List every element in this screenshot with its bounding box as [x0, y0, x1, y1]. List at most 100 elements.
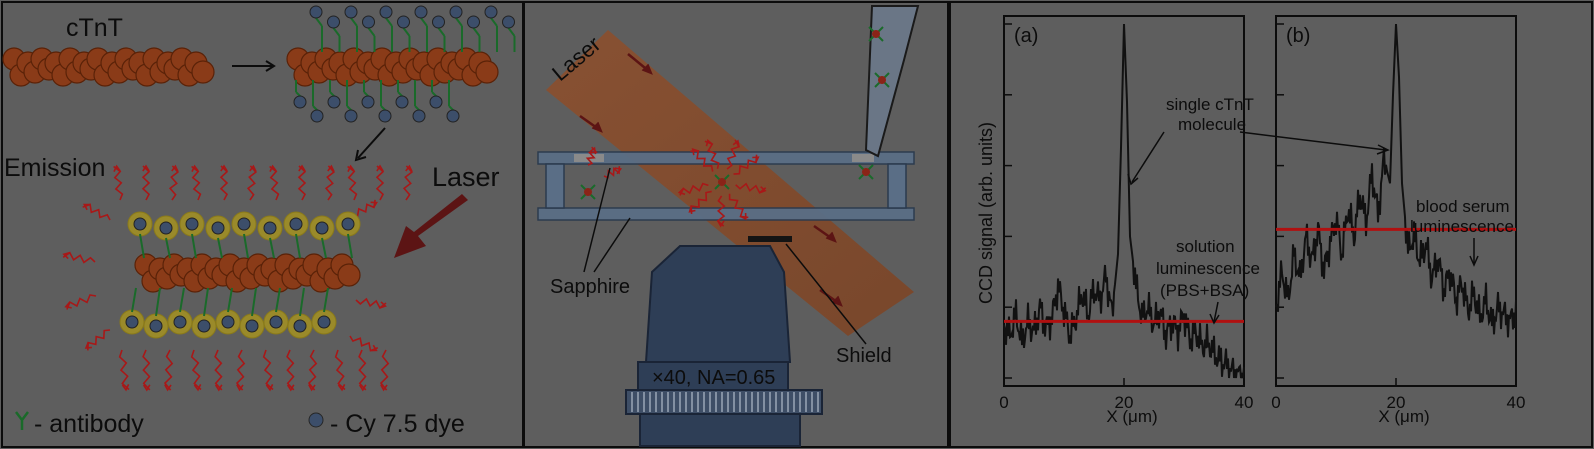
emission-wave: [269, 165, 280, 201]
emission-wave-head: [62, 251, 70, 260]
arrow-down-head: [354, 149, 367, 162]
emission-wave-head: [191, 164, 199, 172]
panel-label: (a): [1014, 25, 1038, 47]
molecules: [580, 26, 890, 200]
arrow-right-head: [265, 60, 276, 72]
emission-wave-head: [370, 344, 378, 352]
left-panel: cTnT Emission Laser - antibody - Cy 7.5 …: [1, 1, 524, 448]
antibody: [275, 287, 281, 313]
emission-wave-head: [121, 384, 130, 392]
legend-dye: - Cy 7.5 dye: [308, 410, 465, 438]
antibody: [227, 287, 233, 313]
dye: [379, 5, 393, 19]
x-tick-label: 0: [1271, 393, 1280, 412]
molecule-core: [878, 76, 886, 84]
antibody: [472, 27, 481, 52]
emission-wave: [375, 165, 385, 201]
emission-wave: [66, 294, 97, 310]
dye: [414, 5, 428, 19]
pointer-to-peak-a: [1131, 131, 1165, 183]
emission-wave-head: [265, 384, 274, 392]
emission-wave-head: [171, 164, 179, 172]
molecule-core: [862, 168, 870, 176]
emission-wave: [168, 165, 179, 201]
antibody: [367, 27, 376, 52]
x-axis-label: X (μm): [1378, 407, 1429, 426]
dye: [263, 221, 277, 235]
label-emission: Emission: [4, 154, 105, 182]
dye: [315, 221, 329, 235]
beam-arrow-2-head: [591, 121, 603, 133]
emission-wave-head: [164, 384, 172, 392]
x-tick-label: 0: [999, 393, 1008, 412]
label-objective: ×40, NA=0.65: [652, 367, 775, 389]
data-line: [1275, 23, 1517, 338]
emission-wave-head: [220, 164, 228, 172]
pointer-to-peak-b-head: [1376, 144, 1390, 155]
protein-bead: [191, 60, 215, 84]
pointer-to-solution-baseline-head: [1209, 313, 1220, 325]
dye: [309, 5, 323, 19]
annotation-solution-line1: solution: [1176, 237, 1235, 256]
emission-wave: [141, 165, 151, 201]
dye: [293, 95, 307, 109]
protein-bead: [337, 263, 361, 287]
antibody: [490, 17, 498, 52]
antibody: [455, 17, 463, 52]
antibody: [323, 287, 329, 313]
antibody: [243, 233, 249, 259]
emission-wave-head: [589, 146, 597, 155]
emission-wave: [358, 349, 367, 391]
emission-wave-head: [717, 220, 725, 228]
annotation-blood-line1: blood serum: [1416, 197, 1510, 216]
dye: [133, 217, 147, 231]
dye: [449, 5, 463, 19]
dye: [378, 109, 392, 123]
antibody: [191, 233, 197, 259]
annotation-single-line2: molecule: [1178, 115, 1246, 134]
antibody: [295, 233, 301, 259]
emission-wave: [191, 165, 202, 201]
x-axis-label: X (μm): [1106, 407, 1157, 426]
emission-wave: [402, 165, 413, 201]
beam-arrow-3-head: [825, 231, 837, 243]
antibody: [217, 237, 223, 259]
emission-wave: [190, 349, 202, 391]
emission-wave-head: [308, 384, 316, 392]
dye: [484, 5, 498, 19]
emission-wave-head: [286, 384, 295, 392]
emission-wave-head: [236, 384, 244, 392]
sapphire-pointer-1: [583, 167, 611, 273]
objective-body: [637, 361, 789, 391]
dye: [327, 15, 340, 29]
dye: [446, 109, 460, 123]
antibody: [350, 17, 358, 52]
shield-plate: [748, 236, 792, 242]
antibody: [165, 237, 171, 259]
pointer-to-blood-baseline-head: [1469, 255, 1479, 267]
sapphire-pointer-2: [593, 217, 631, 273]
dye: [467, 15, 480, 29]
pipette: [864, 5, 920, 158]
dye: [362, 15, 375, 29]
emission-wave: [379, 349, 390, 391]
antibody: [437, 27, 446, 52]
antibody: [420, 17, 428, 52]
dye: [289, 217, 303, 231]
beam-arrow-1-head: [641, 63, 653, 75]
dye: [310, 109, 324, 123]
emission-wave: [163, 349, 174, 391]
antibody: [332, 27, 341, 52]
shield-pointer: [785, 243, 867, 345]
ctnt-protein-chain: [2, 47, 215, 87]
antibody: [131, 287, 137, 313]
emission-wave-head: [405, 164, 413, 172]
emission-wave-head: [379, 301, 387, 309]
label-sapphire: Sapphire: [550, 276, 630, 298]
emission-wave: [585, 146, 598, 166]
dye: [221, 315, 235, 329]
emission-wave-head: [691, 148, 699, 156]
antibody-icon: [15, 411, 29, 430]
annotation-blood-line2: luminescence: [1410, 217, 1514, 236]
